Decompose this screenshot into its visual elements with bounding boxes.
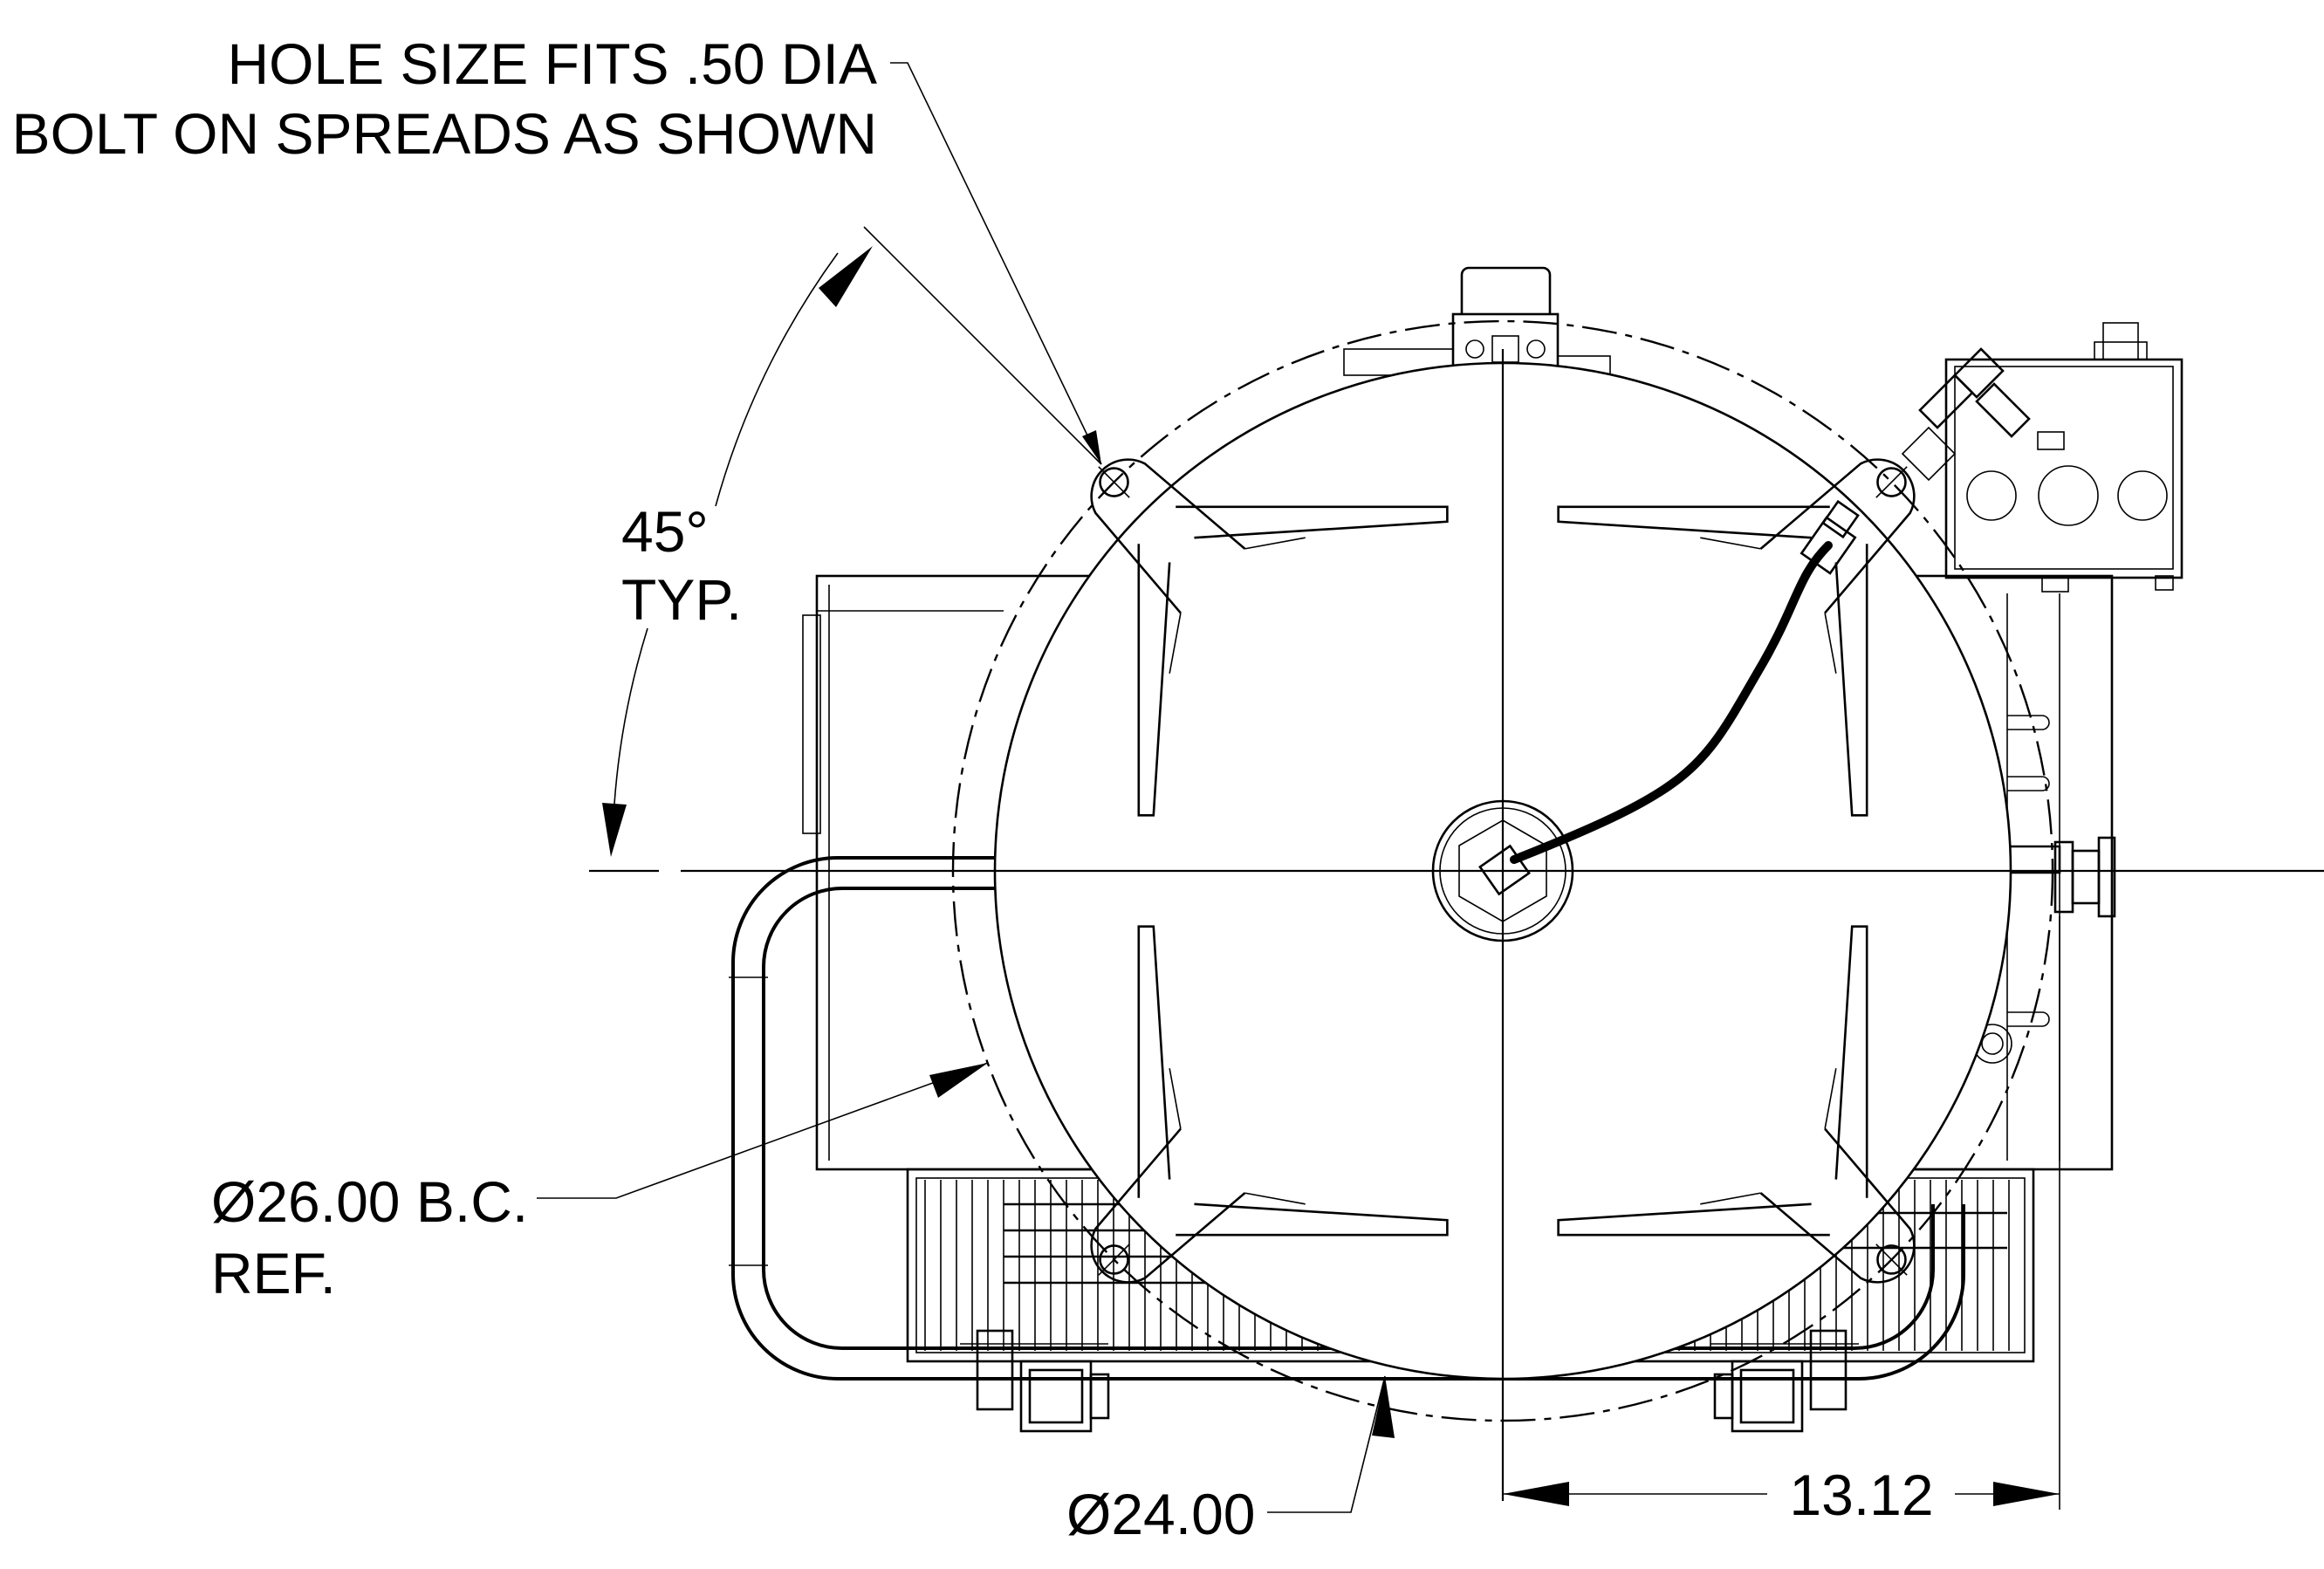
hole-size-note-line1: HOLE SIZE FITS .50 DIA <box>227 31 877 96</box>
bolt-circle-ref-label: REF. <box>211 1241 336 1305</box>
hole-size-note-line2: BOLT ON SPREADS AS SHOWN <box>12 101 877 166</box>
angle-dimension <box>602 226 1102 857</box>
left-caster <box>960 1329 1110 1433</box>
spreader-bracket <box>1557 458 1916 817</box>
spreader-arms <box>1090 458 1916 1284</box>
bolt-circle-label: Ø26.00 B.C. <box>211 1169 528 1234</box>
horizontal-dimension <box>1503 1482 2060 1506</box>
offset-dimension-label: 13.12 <box>1789 1463 1933 1527</box>
spreader-bracket <box>1557 925 1916 1284</box>
spreader-bracket <box>1090 458 1449 817</box>
spreader-bracket <box>1090 925 1449 1284</box>
sensor-cable <box>1478 347 2031 896</box>
tube-frame <box>729 856 1965 1381</box>
center-lines <box>589 349 2324 1510</box>
control-box <box>1944 322 2183 593</box>
angle-value-label: 45° <box>621 499 709 564</box>
diameter-label: Ø24.00 <box>1066 1482 1256 1546</box>
leaders <box>537 62 1395 1513</box>
angle-typ-label: TYP. <box>621 567 742 632</box>
right-pipe-stub <box>1972 836 2116 1064</box>
